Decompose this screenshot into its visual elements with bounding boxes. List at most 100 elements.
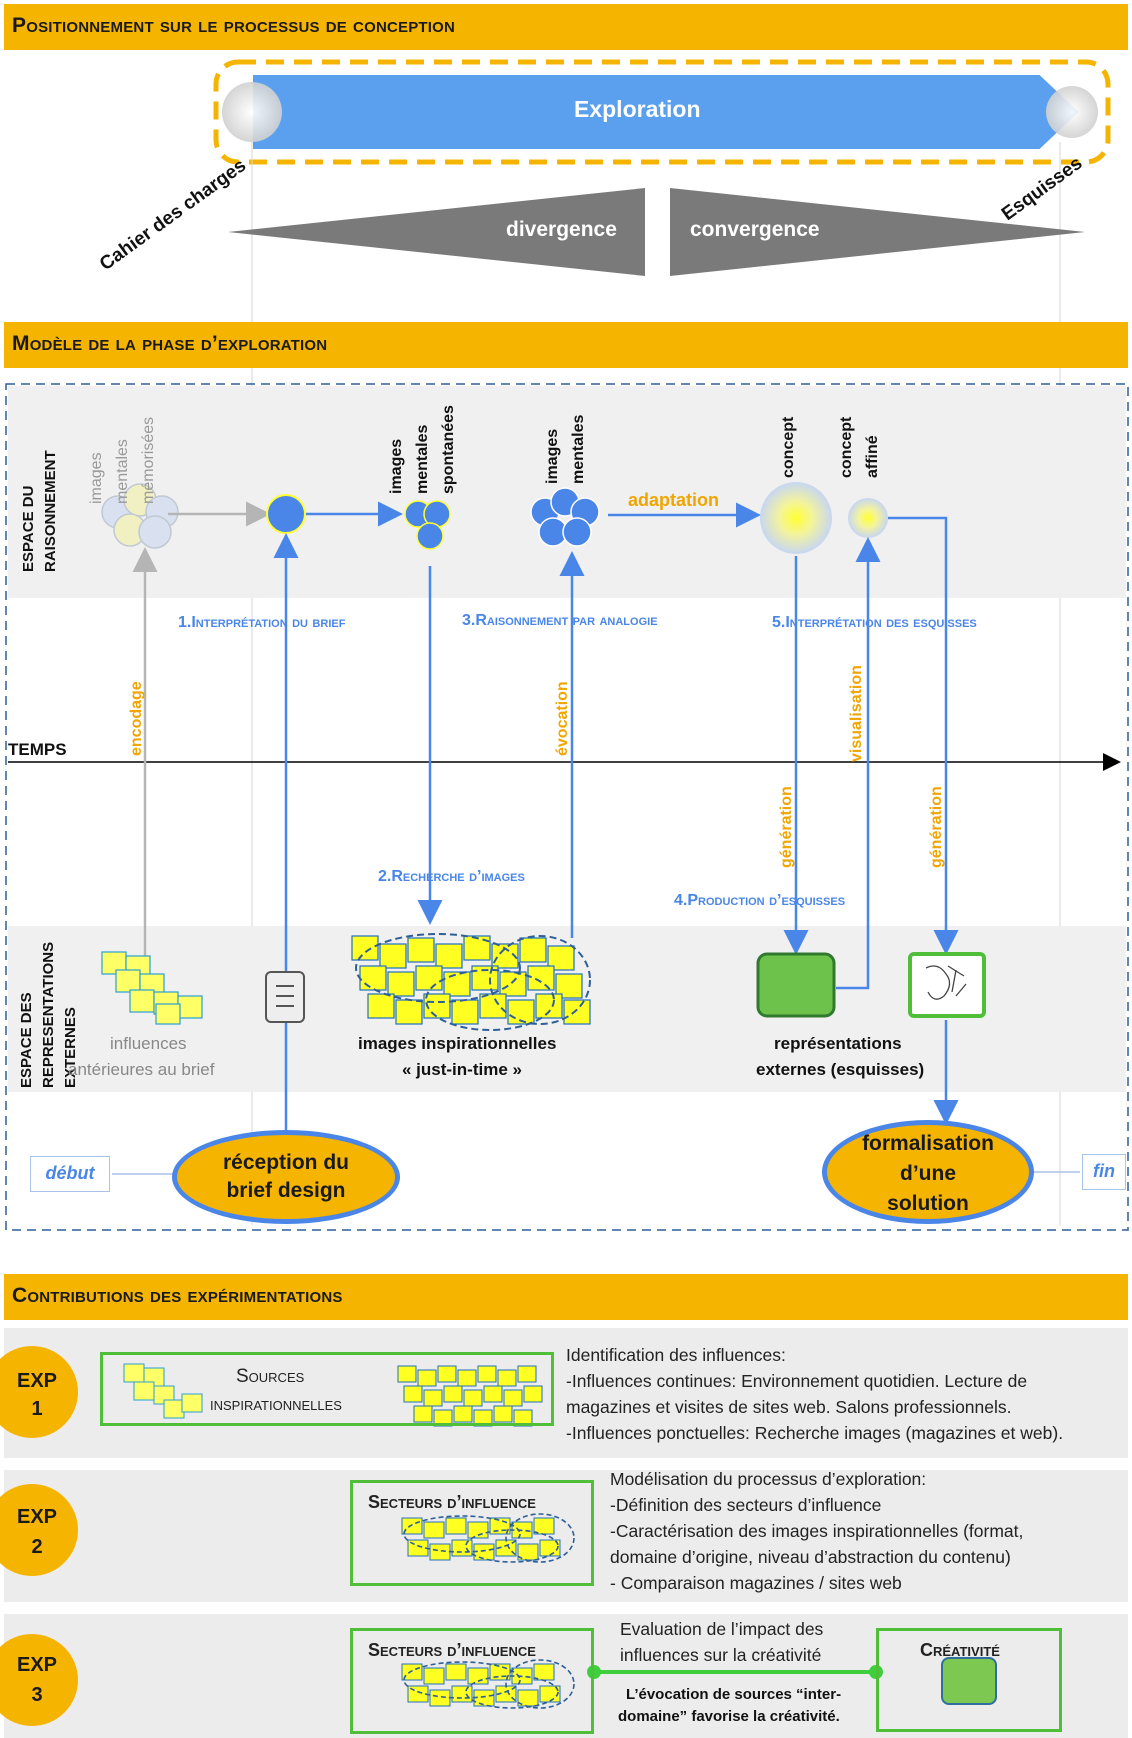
convergence-triangle <box>670 188 1085 276</box>
section-title: Modèle de la phase d’exploration <box>12 332 328 355</box>
label-mental-2: mentales <box>570 414 587 484</box>
refined-concept-node <box>848 498 888 538</box>
creativity-title: Créativité <box>920 1640 1000 1660</box>
exp3-impact-line-1: Evaluation de l’impact des <box>620 1619 824 1639</box>
exp3-conclusion-1: L’évocation de sources “inter- <box>626 1686 842 1703</box>
concept-node <box>760 482 832 554</box>
exp2-description: Modélisation du processus d’exploration:… <box>610 1466 1023 1596</box>
exp1-squares-right <box>397 1365 543 1427</box>
step4-label: 4.Production d’esquisses <box>674 892 846 909</box>
reps-caption-1: représentations <box>774 1034 902 1053</box>
debut-tag: début <box>30 1156 110 1192</box>
exp2-line-2: -Définition des secteurs d’influence <box>610 1495 882 1515</box>
label-refined-1: concept <box>838 416 855 478</box>
formalisation-line-1: formalisation <box>862 1132 994 1155</box>
label-memorized-1: images <box>88 452 105 504</box>
brief-document-icon <box>265 971 305 1023</box>
exp1-row <box>4 1328 1128 1458</box>
exp1-line-3: magazines et visites de sites web. Salon… <box>566 1397 1012 1417</box>
exp2-badge: EXP 2 <box>0 1484 78 1576</box>
spontaneous-images-cluster <box>404 500 451 550</box>
step2-label: 2.Recherche d’images <box>378 868 525 885</box>
exp2-line-4: domaine d’origine, niveau d’abstraction … <box>610 1547 1011 1567</box>
exp1-line-4: -Influences ponctuelles: Recherche image… <box>566 1423 1064 1443</box>
start-node <box>222 82 282 142</box>
divergence-triangle <box>228 188 645 276</box>
divergence-label: divergence <box>506 218 617 241</box>
exp2-badge-line-1: EXP <box>16 1506 58 1528</box>
exp1-squares-left <box>123 1363 203 1419</box>
sketch-box <box>756 952 836 1018</box>
label-spontaneous-1: images <box>388 438 405 494</box>
label-concept: concept <box>780 416 797 478</box>
section-header-contributions: Contributions des expérimentations <box>4 1274 1128 1320</box>
evocation-label: évocation <box>554 681 571 756</box>
exp3-badge: EXP 3 <box>0 1634 78 1726</box>
exploration-frame <box>213 59 1111 165</box>
exp2-badge-line-2: 2 <box>31 1536 43 1558</box>
reception-line-2: brief design <box>226 1179 346 1202</box>
creativity-box <box>876 1628 1062 1732</box>
label-memorized-3: mémorisées <box>140 416 157 504</box>
label-refined-2: affiné <box>864 435 881 478</box>
influences-squares <box>101 951 203 1025</box>
influence-sectors <box>355 933 591 1031</box>
generation-label-2: génération <box>928 786 945 868</box>
formalisation-oval: formalisation d’une solution <box>822 1120 1034 1224</box>
fin-tag: fin <box>1082 1154 1126 1190</box>
formalisation-line-2: d’une <box>900 1162 956 1185</box>
exp3-box <box>350 1628 594 1734</box>
end-node <box>1046 86 1098 138</box>
exp1-badge-line-1: EXP <box>16 1370 58 1392</box>
reception-line-1: réception du <box>222 1151 349 1174</box>
exp3-conclusion-2: domaine” favorise la créativité. <box>618 1708 840 1725</box>
exp3-row <box>4 1614 1128 1738</box>
images-insp-caption-1: images inspirationnelles <box>358 1034 557 1053</box>
reception-oval: réception du brief design <box>172 1130 400 1224</box>
exp2-box-title: Secteurs d’influence <box>368 1492 536 1512</box>
exp1-badge: EXP 1 <box>0 1346 78 1438</box>
exp1-box-line-2: inspirationnelles <box>210 1394 342 1415</box>
exp1-line-1: Identification des influences: <box>566 1345 786 1365</box>
section-title: Positionnement sur le processus de conce… <box>12 14 456 37</box>
step3-label: 3.Raisonnement par analogie <box>462 612 658 629</box>
mental-images-cluster <box>530 487 600 547</box>
fin-label: fin <box>1093 1161 1115 1181</box>
brief-node <box>266 494 306 534</box>
exp2-line-1: Modélisation du processus d’exploration: <box>610 1469 927 1489</box>
label-spontaneous-3: spontanées <box>440 405 457 494</box>
exp2-line-3: -Caractérisation des images inspirationn… <box>610 1521 1024 1541</box>
generation-label-1: génération <box>778 786 795 868</box>
exp1-badge-line-2: 1 <box>31 1398 43 1420</box>
exp2-box <box>350 1480 594 1586</box>
label-memorized-2: mentales <box>114 439 131 504</box>
encodage-label: encodage <box>128 681 145 756</box>
label-mental-1: images <box>544 428 561 484</box>
exp2-sectors <box>401 1513 575 1563</box>
debut-label: début <box>45 1163 95 1183</box>
influences-caption-2: antérieures au brief <box>68 1060 215 1079</box>
exp3-impact: Evaluation de l’impact des influences su… <box>620 1616 823 1668</box>
zone-top-label: ESPACE DU RAISONNEMENT <box>20 450 59 572</box>
inspirational-images <box>351 935 591 1025</box>
adaptation-label: adaptation <box>628 490 720 510</box>
exp3-impact-line-2: influences sur la créativité <box>620 1645 822 1665</box>
visualisation-label: visualisation <box>848 665 865 762</box>
exploration-label: Exploration <box>574 96 701 122</box>
images-insp-caption-2: « just-in-time » <box>402 1060 522 1079</box>
exp1-line-2: -Influences continues: Environnement quo… <box>566 1371 1028 1391</box>
formalisation-line-3: solution <box>887 1192 969 1215</box>
exp3-box-title: Secteurs d’influence <box>368 1640 536 1660</box>
exp2-line-5: - Comparaison magazines / sites web <box>610 1573 902 1593</box>
step5-label: 5.Interprétation des esquisses <box>772 614 977 631</box>
influences-caption-1: influences <box>110 1034 187 1053</box>
label-spontaneous-2: mentales <box>414 424 431 494</box>
reps-caption-2: externes (esquisses) <box>756 1060 925 1079</box>
sketch-image <box>908 952 986 1018</box>
step1-label: 1.Interprétation du brief <box>178 614 346 631</box>
convergence-label: convergence <box>690 218 820 241</box>
exp3-badge-line-2: 3 <box>31 1684 43 1706</box>
exp1-box <box>100 1352 554 1426</box>
exp3-badge-line-1: EXP <box>16 1654 58 1676</box>
